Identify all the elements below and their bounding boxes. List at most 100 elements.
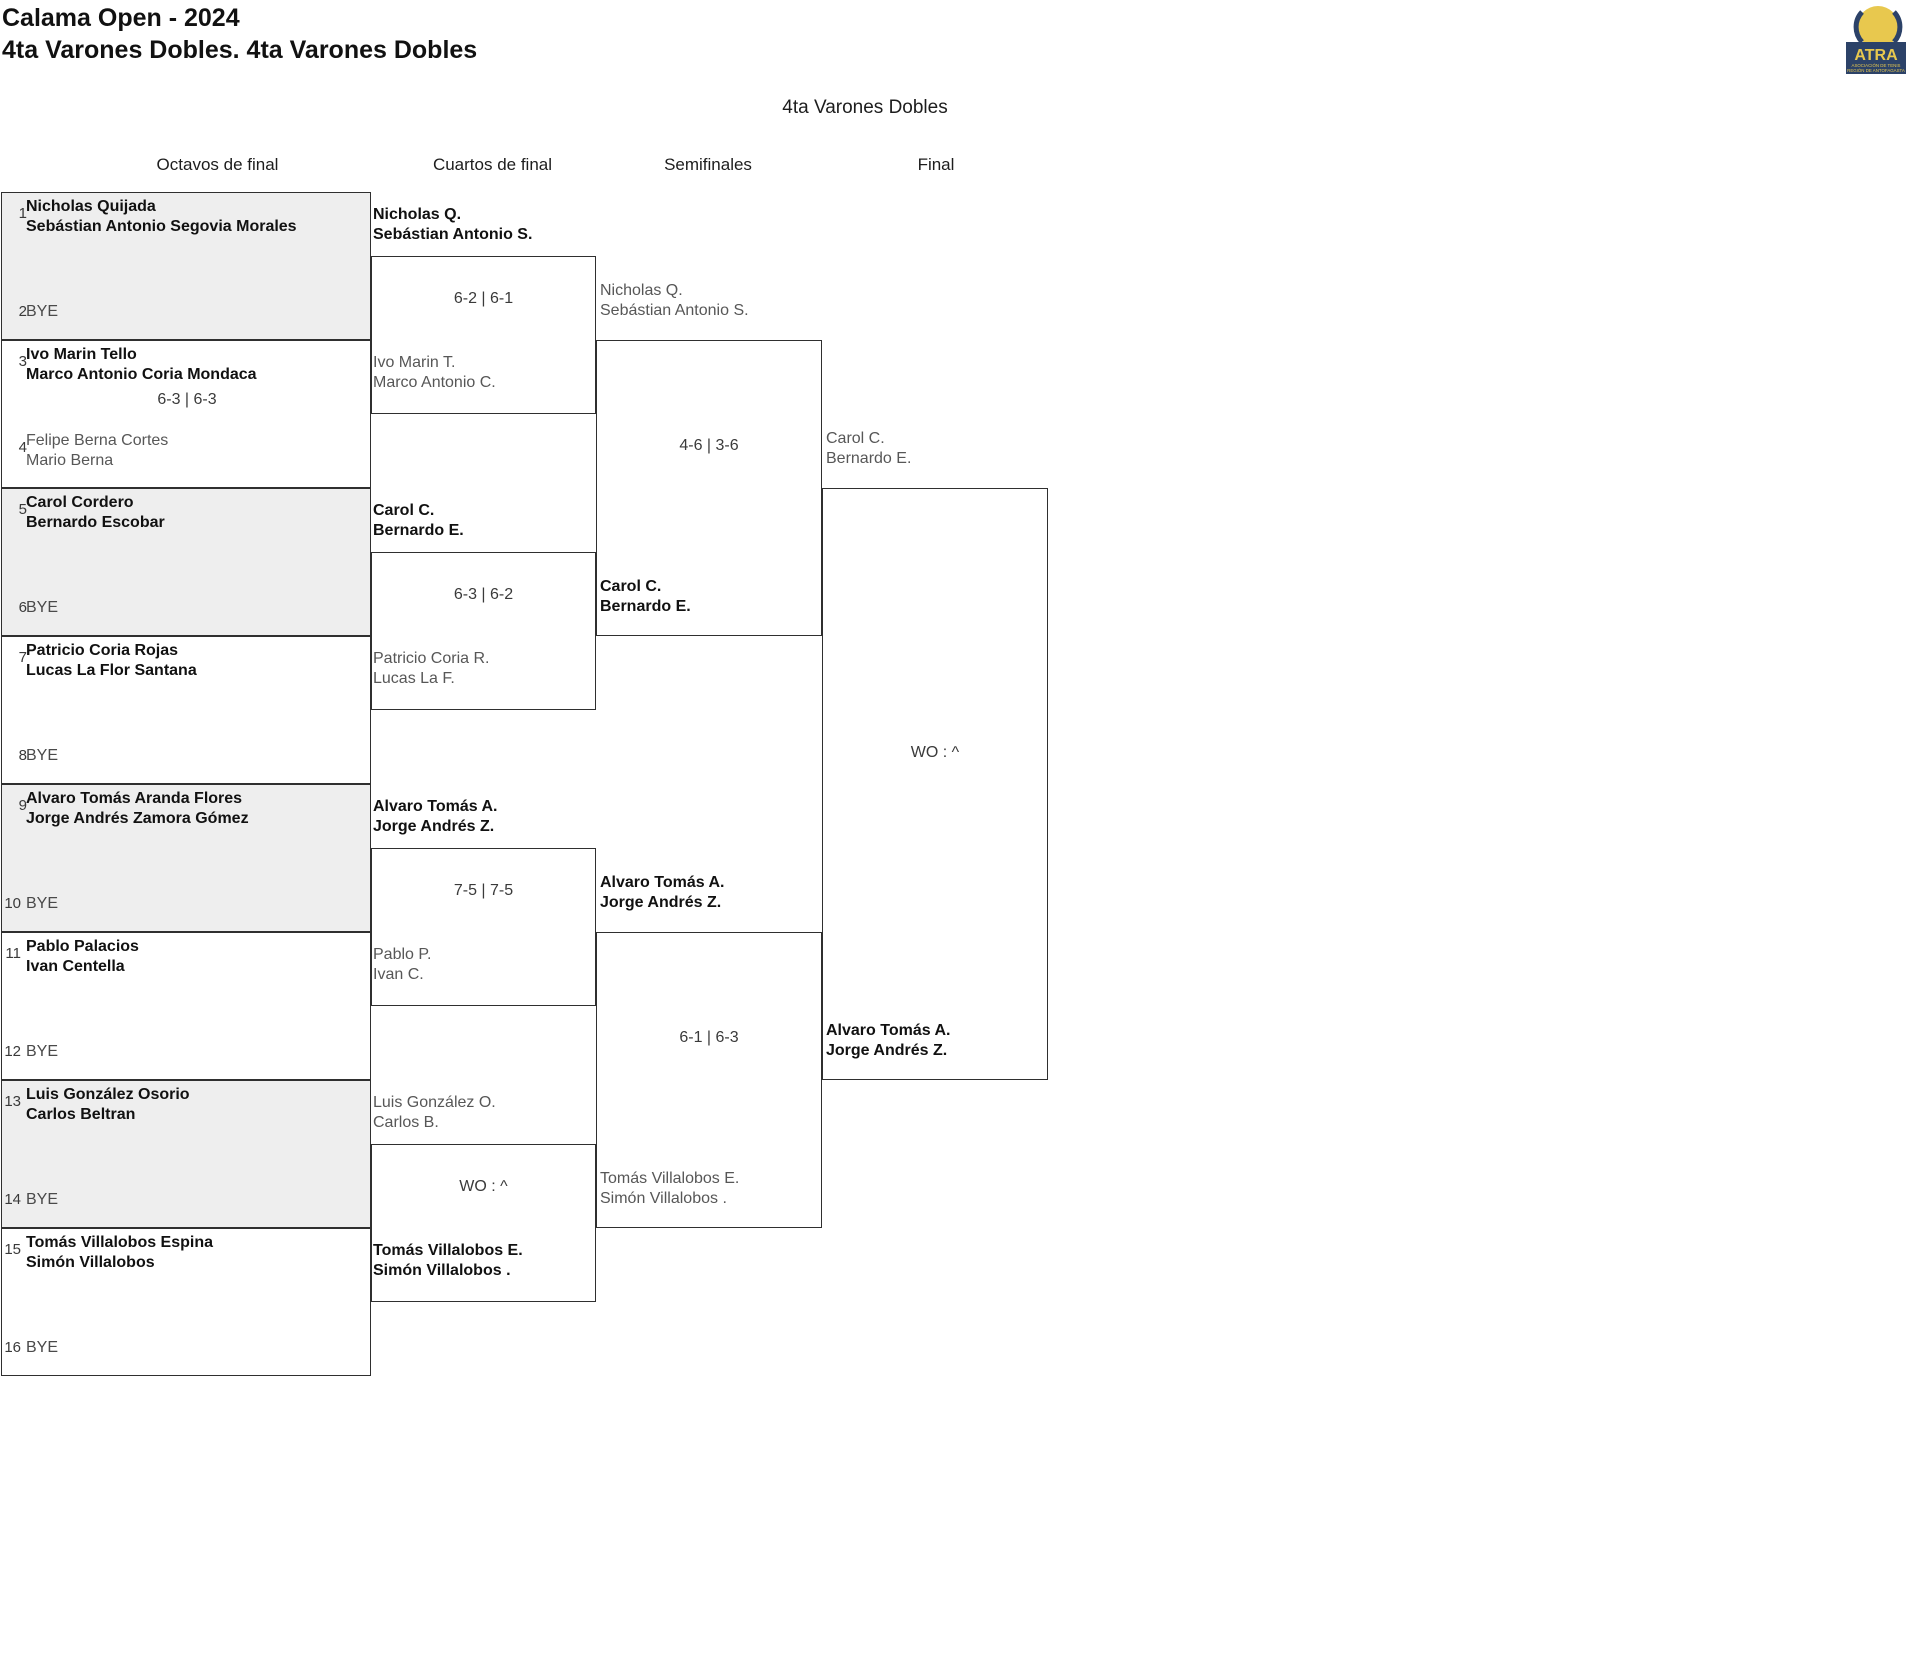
round-header-semifinales: Semifinales xyxy=(664,155,752,174)
player-1: Patricio Coria Rojas xyxy=(26,642,179,659)
qf-connector-3 xyxy=(371,848,596,1006)
r16-pair-4[interactable]: 7 Patricio Coria Rojas Lucas La Flor San… xyxy=(1,636,371,784)
atra-line2: REGIÓN DE ANTOFAGASTA xyxy=(1847,68,1905,73)
seed-number: 5 xyxy=(18,501,27,518)
qf-connector-1 xyxy=(371,256,596,414)
r16-team: Tomás Villalobos Espina Simón Villalobos xyxy=(26,1233,213,1273)
final-score: WO : ^ xyxy=(910,744,960,761)
bye-label: BYE xyxy=(26,599,59,616)
player-1: Pablo Palacios xyxy=(26,938,139,955)
r16-team: Luis González Osorio Carlos Beltran xyxy=(26,1085,190,1125)
player-1: Nicholas Q. xyxy=(600,282,683,299)
player-2: Simón Villalobos . xyxy=(600,1190,727,1207)
player-1: Luis González O. xyxy=(373,1094,496,1111)
player-2: Mario Berna xyxy=(26,452,114,469)
sf-score-1: 4-6 | 3-6 xyxy=(679,437,739,454)
seed-number: 8 xyxy=(18,747,27,764)
player-2: Lucas La F. xyxy=(373,670,455,687)
player-1: Alvaro Tomás Aranda Flores xyxy=(26,790,243,807)
r16-team: Carol Cordero Bernardo Escobar xyxy=(26,493,165,533)
atra-line1: ASOCIACIÓN DE TENIS xyxy=(1852,63,1901,68)
player-2: Sebástian Antonio S. xyxy=(373,226,533,243)
player-1: Carol C. xyxy=(826,430,885,447)
player-2: Simón Villalobos . xyxy=(373,1262,511,1279)
sf-team-1: Nicholas Q. Sebástian Antonio S. xyxy=(600,281,749,321)
seed-number: 14 xyxy=(4,1191,21,1208)
player-1: Pablo P. xyxy=(373,946,432,963)
bye-label: BYE xyxy=(26,895,59,912)
player-2: Jorge Andrés Z. xyxy=(373,818,495,835)
qf-team-7: Luis González O. Carlos B. xyxy=(373,1093,496,1133)
atra-acronym: ATRA xyxy=(1854,47,1898,64)
seed-number: 9 xyxy=(18,797,27,814)
r16-score: 6-3 | 6-3 xyxy=(157,391,217,408)
player-2: Sebástian Antonio S. xyxy=(600,302,749,319)
r16-pair-7[interactable]: 13 Luis González Osorio Carlos Beltran 1… xyxy=(1,1080,371,1228)
player-1: Tomás Villalobos E. xyxy=(373,1242,523,1259)
r16-pair-6[interactable]: 11 Pablo Palacios Ivan Centella 12 BYE xyxy=(1,932,371,1080)
player-1: Carol C. xyxy=(373,502,435,519)
bye-label: BYE xyxy=(26,747,59,764)
player-2: Sebástian Antonio Segovia Morales xyxy=(26,218,297,235)
r16-team: Pablo Palacios Ivan Centella xyxy=(26,937,139,977)
r16-pair-3[interactable]: 5 Carol Cordero Bernardo Escobar 6 BYE xyxy=(1,488,371,636)
qf-score-4: WO : ^ xyxy=(459,1178,508,1195)
final-connector xyxy=(822,488,1048,1080)
r16-team: Patricio Coria Rojas Lucas La Flor Santa… xyxy=(26,641,197,681)
player-2: Bernardo E. xyxy=(826,450,912,467)
round-header-cuartos: Cuartos de final xyxy=(432,155,553,174)
r16-pair-2[interactable]: 3 Ivo Marin Tello Marco Antonio Coria Mo… xyxy=(1,340,371,488)
qf-team-3: Carol C. Bernardo E. xyxy=(373,501,464,541)
seed-number: 11 xyxy=(5,945,21,962)
draw-title: 4ta Varones Dobles xyxy=(0,97,1920,119)
sf-team-3: Alvaro Tomás A. Jorge Andrés Z. xyxy=(600,873,724,913)
player-1: Alvaro Tomás A. xyxy=(600,874,725,891)
seed-number: 13 xyxy=(4,1093,21,1110)
player-1: Carol Cordero xyxy=(26,494,134,511)
final-team-2: Alvaro Tomás A. Jorge Andrés Z. xyxy=(826,1021,950,1061)
player-2: Jorge Andrés Z. xyxy=(600,894,722,911)
player-1: Felipe Berna Cortes xyxy=(26,432,169,449)
player-1: Ivo Marin T. xyxy=(373,354,456,371)
player-2: Simón Villalobos xyxy=(26,1254,155,1271)
player-2: Marco Antonio C. xyxy=(373,374,496,391)
qf-connector-2 xyxy=(371,552,596,710)
qf-score-1: 6-2 | 6-1 xyxy=(453,290,514,307)
r16-team: Alvaro Tomás Aranda Flores Jorge Andrés … xyxy=(26,789,249,829)
qf-team-8: Tomás Villalobos E. Simón Villalobos . xyxy=(373,1241,523,1281)
player-2: Bernardo Escobar xyxy=(26,514,165,531)
page-title: Calama Open - 2024 4ta Varones Dobles. 4… xyxy=(2,2,477,66)
draw-title-text: 4ta Varones Dobles xyxy=(782,97,948,118)
sf-team-2: Carol C. Bernardo E. xyxy=(600,577,691,617)
r16-team: Ivo Marin Tello Marco Antonio Coria Mond… xyxy=(26,345,257,385)
player-1: Luis González Osorio xyxy=(26,1086,190,1103)
seed-number: 12 xyxy=(4,1043,21,1060)
player-2: Ivan Centella xyxy=(26,958,125,975)
seed-number: 6 xyxy=(18,599,27,616)
player-2: Jorge Andrés Z. xyxy=(826,1042,948,1059)
seed-number: 3 xyxy=(18,353,27,370)
r16-pair-8[interactable]: 15 Tomás Villalobos Espina Simón Villalo… xyxy=(1,1228,371,1376)
seed-number: 10 xyxy=(4,895,21,912)
qf-team-5: Alvaro Tomás A. Jorge Andrés Z. xyxy=(373,797,497,837)
sf-team-4: Tomás Villalobos E. Simón Villalobos . xyxy=(600,1169,739,1209)
player-2: Marco Antonio Coria Mondaca xyxy=(26,366,257,383)
round-header-final: Final xyxy=(917,155,955,174)
bye-label: BYE xyxy=(26,1339,59,1356)
final-team-1: Carol C. Bernardo E. xyxy=(826,429,911,469)
player-1: Alvaro Tomás A. xyxy=(373,798,498,815)
bye-label: BYE xyxy=(26,1191,59,1208)
sf-score-2: 6-1 | 6-3 xyxy=(679,1029,739,1046)
atra-logo: ATRA ASOCIACIÓN DE TENIS REGIÓN DE ANTOF… xyxy=(1838,2,1914,80)
qf-team-2: Ivo Marin T. Marco Antonio C. xyxy=(373,353,496,393)
seed-number: 16 xyxy=(4,1339,21,1356)
player-2: Bernardo E. xyxy=(600,598,691,615)
qf-team-4: Patricio Coria R. Lucas La F. xyxy=(373,649,489,689)
r16-pair-1[interactable]: 1 Nicholas Quijada Sebástian Antonio Seg… xyxy=(1,192,371,340)
player-2: Jorge Andrés Zamora Gómez xyxy=(26,810,249,827)
r16-pair-5[interactable]: 9 Alvaro Tomás Aranda Flores Jorge André… xyxy=(1,784,371,932)
player-1: Tomás Villalobos E. xyxy=(600,1170,740,1187)
qf-connector-4 xyxy=(371,1144,596,1302)
seed-number: 4 xyxy=(18,439,27,456)
